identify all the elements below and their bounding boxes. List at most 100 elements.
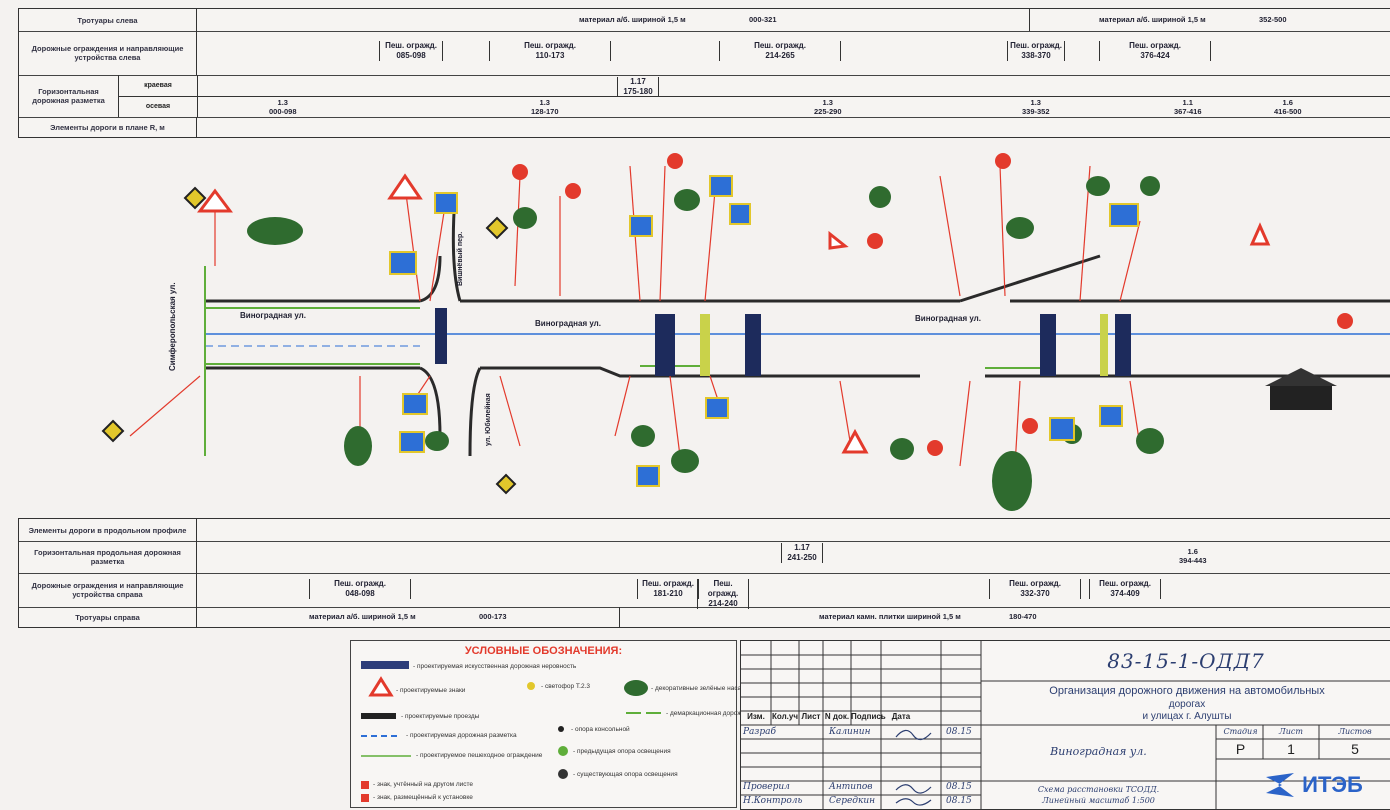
legend-label: - опора консольной <box>571 726 630 733</box>
guard-range: 376-424 <box>1140 51 1170 60</box>
priority-signs <box>101 186 517 495</box>
hdr: Кол.уч <box>772 712 798 721</box>
legend-label: - существующая опора освещения <box>573 771 678 778</box>
mark-code: 1.3 <box>822 98 833 107</box>
guard-range: 332-370 <box>1020 589 1050 598</box>
legend-label: - знак, учтённый на другом листе <box>373 781 474 788</box>
role: Н.Контроль <box>743 796 803 806</box>
mark-range: 225-290 <box>814 107 842 116</box>
stamp-headers: Изм. Кол.уч Лист N док. Подпись Дата <box>741 712 981 725</box>
top-table: Тротуары слева материал а/б. шириной 1,5… <box>18 8 1390 138</box>
row-guards-right: Дорожные ограждения и направляющие устро… <box>19 573 1390 609</box>
warning-signs <box>197 173 1271 454</box>
guard-name: Пеш. огражд. <box>1010 41 1062 50</box>
title-block: Изм. Кол.уч Лист N док. Подпись Дата Раз… <box>740 640 1390 810</box>
row-plan-elements: Элементы дороги в плане R, м <box>19 117 1390 137</box>
row-sidewalk-right: Тротуары справа материал а/б. шириной 1,… <box>19 607 1390 627</box>
mark-code: 1.17 <box>794 543 810 552</box>
guard-name: Пеш. огражд. <box>334 579 386 588</box>
signature <box>895 798 932 806</box>
guard-box: Пеш. огражд.110-173 <box>489 41 611 61</box>
guard-range: 110-173 <box>535 51 565 60</box>
hdr: Лист <box>801 712 821 721</box>
legend-label: - предыдущая опора освещения <box>573 748 671 755</box>
row-label: Горизонтальная продольная дорожная разме… <box>19 541 197 573</box>
legend-label: - проектируемая дорожная разметка <box>406 732 517 739</box>
sidewalk-text: материал а/б. шириной 1,5 м <box>1099 15 1206 24</box>
sidewalk-text: материал а/б. шириной 1,5 м <box>579 15 686 24</box>
signatures <box>895 729 932 806</box>
mark-code: 1.6 <box>1282 98 1293 107</box>
sheet-desc: Линейный масштаб 1:500 <box>1042 796 1155 805</box>
edge-label: краевая <box>119 75 198 97</box>
guard-box: Пеш. огражд.332-370 <box>989 579 1081 599</box>
guard-range: 374-409 <box>1110 589 1140 598</box>
hdr: Дата <box>891 712 911 721</box>
console-pole-icon <box>558 726 564 732</box>
title-line: и улицах г. Алушты <box>1142 711 1232 722</box>
sheet-desc: Схема расстановки ТСОДД. <box>1037 785 1160 794</box>
guard-range: 338-370 <box>1021 51 1051 60</box>
legend-label: - светофор Т.2.3 <box>541 683 590 690</box>
new-sign-icon <box>361 794 369 802</box>
signature <box>895 729 932 741</box>
row-sidewalk-left: Тротуары слева материал а/б. шириной 1,5… <box>19 9 1390 32</box>
building-icon <box>1265 368 1337 410</box>
signature <box>895 784 932 794</box>
row-guards-left: Дорожные ограждения и направляющие устро… <box>19 31 1390 76</box>
company-name: ИТЭБ <box>1302 772 1363 797</box>
mark-range: 241-250 <box>787 553 817 562</box>
date: 08.15 <box>946 796 972 806</box>
mark-code: 1.1 <box>1182 98 1193 107</box>
road-edges <box>205 195 1390 457</box>
speed-bumps <box>700 314 1108 376</box>
guard-range: 214-240 <box>708 599 738 608</box>
plan-drawing: Виноградная ул. Виноградная ул. Виноград… <box>101 153 1390 511</box>
mark-range: 367-416 <box>1174 107 1202 116</box>
row-label: Дорожные ограждения и направляющие устро… <box>19 31 197 75</box>
hdr: N док. <box>824 712 850 721</box>
street-label: Виноградная ул. <box>915 314 981 323</box>
title-line: дорогах <box>1168 699 1206 710</box>
legend-symbols <box>361 661 661 802</box>
prohibitory-signs <box>512 153 1353 456</box>
guard-range: 214-265 <box>765 51 795 60</box>
sidewalk-range: 352-500 <box>1259 15 1287 24</box>
street-title: Виноградная ул. <box>1050 745 1147 758</box>
street-label: Симферопольская ул. <box>168 282 177 371</box>
guard-box: Пеш. огражд.214-240 <box>697 579 749 609</box>
sidewalk-text: материал а/б. шириной 1,5 м <box>309 612 416 621</box>
speed-bump-symbol <box>361 661 409 669</box>
mark-range: 128-170 <box>531 107 559 116</box>
hdr: Изм. <box>747 712 765 721</box>
trees <box>247 176 1164 511</box>
person-name: Антипов <box>829 782 873 792</box>
guard-name: Пеш. огражд. <box>642 579 694 588</box>
bottom-table: Элементы дороги в продольном профиле Гор… <box>18 518 1390 628</box>
mark-code: 1.6 <box>1187 547 1198 556</box>
row-label: Горизонтальная дорожная разметка <box>19 75 119 117</box>
role: Разраб <box>743 727 776 737</box>
company-logo: ИТЭБ <box>1241 765 1386 805</box>
guard-name: Пеш. огражд. <box>754 41 806 50</box>
guard-range: 181-210 <box>653 589 683 598</box>
date: 08.15 <box>946 782 972 792</box>
legend-label: - проектируемая искусственная дорожная н… <box>413 663 577 670</box>
stage-header: Стадия <box>1223 727 1258 736</box>
other-sheet-sign-icon <box>361 781 369 789</box>
mark-code: 1.3 <box>1030 98 1041 107</box>
title-line: Организация дорожного движения на автомо… <box>1049 685 1325 697</box>
legend-title: УСЛОВНЫЕ ОБОЗНАЧЕНИЯ: <box>464 645 623 657</box>
guard-box: Пеш. огражд.085-098 <box>379 41 443 61</box>
guard-range: 048-098 <box>345 589 375 598</box>
sheets-value: 5 <box>1351 741 1359 757</box>
person-name: Калинин <box>829 727 871 737</box>
legend-label: - проектируемое пешеходное ограждение <box>416 752 543 759</box>
row-label: Тротуары справа <box>19 607 197 627</box>
guard-box: Пеш. огражд.214-265 <box>719 41 841 61</box>
